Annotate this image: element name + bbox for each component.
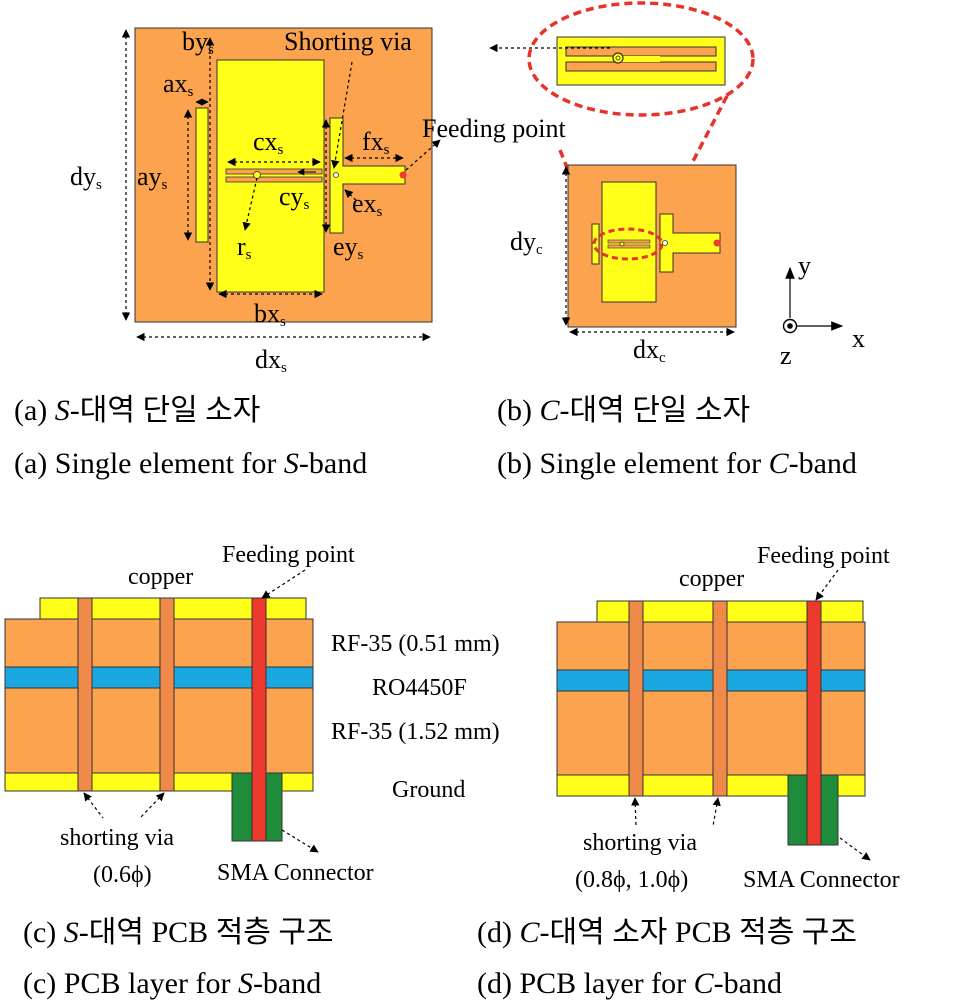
fig-b-highlight-ellipse (592, 227, 664, 261)
fig-d-sma-pointer (839, 837, 871, 861)
fig-a-label-dx: dxs (255, 345, 287, 376)
fig-d-via2-pointer (712, 797, 721, 827)
fig-a-label-ex: exs (352, 189, 383, 220)
fig-c-caption-ko: (c) S-대역 PCB 적층 구조 (23, 916, 334, 949)
fig-c-label-shorting-via: shorting via (60, 825, 174, 851)
fig-b-small-via (662, 240, 668, 246)
fig-d-feed-via (806, 600, 822, 846)
fig-c-rf35-top-layer (4, 618, 314, 668)
fig-d-label-shorting-via: shorting via (583, 830, 697, 856)
fig-b-zoom-slot-top (565, 46, 717, 57)
fig-a-feed-line (329, 117, 406, 234)
fig-a-feeding-point-marker (399, 171, 407, 179)
fig-a-parasitic-strip (195, 107, 209, 243)
fig-a-small-via (333, 172, 339, 178)
fig-b-axis-x-label: x (852, 324, 865, 353)
fig-b-single-element-c-band: dyc dxc y x z (489, 1, 865, 370)
fig-b-feeding-point-marker (713, 239, 721, 247)
fig-b-caption-ko: (b) C-대역 단일 소자 (497, 394, 750, 427)
fig-c-ro4450f-layer (4, 666, 314, 689)
fig-b-slot-bottom (607, 244, 651, 249)
fig-c-label-shorting-via-size: (0.6ϕ) (93, 862, 152, 888)
fig-b-axis-z-label: z (780, 341, 792, 370)
fig-a-label-by: bys (182, 27, 214, 58)
fig-c-pcb-stack-s-band: Feeding point copper shorting via (0.6ϕ)… (4, 542, 374, 888)
fig-a-label-ey: eys (333, 232, 364, 263)
fig-a-label-fx: fxs (362, 127, 390, 158)
fig-a-label-r: rs (237, 232, 252, 263)
fig-a-label-ay: ays (137, 162, 168, 193)
fig-a-label-cx: cxs (253, 127, 284, 158)
stack-label-rf35-top: RF-35 (0.51 mm) (331, 631, 500, 657)
fig-c-caption-en: (c) PCB layer for S-band (23, 967, 321, 1000)
fig-b-parasitic-strip (591, 223, 600, 265)
fig-c-feed-via (251, 597, 267, 842)
fig-d-label-sma: SMA Connector (743, 867, 900, 893)
fig-a-label-ax: axs (163, 69, 194, 100)
fig-a-patch (216, 59, 325, 293)
fig-d-feeding-point-pointer (815, 569, 839, 601)
fig-d-shorting-via-1 (628, 600, 644, 797)
fig-d-via1-pointer (631, 797, 640, 827)
fig-a-single-element-s-band: bys axs ays dys cxs cys rs eys exs fxs b… (70, 27, 566, 376)
fig-a-label-cy: cys (279, 182, 310, 213)
fig-d-shorting-via-2 (712, 600, 728, 797)
fig-d-caption-ko: (d) C-대역 소자 PCB 적층 구조 (477, 916, 857, 949)
fig-b-caption-en: (b) Single element for C-band (497, 447, 857, 480)
fig-a-feeding-point-pointer (405, 139, 441, 171)
fig-c-feeding-point-pointer (261, 569, 306, 599)
fig-c-via2-pointer (139, 792, 165, 819)
fig-c-shorting-via-2 (159, 597, 175, 792)
fig-b-zoom-via (612, 52, 624, 64)
fig-a-ex-pointer (344, 189, 359, 203)
fig-b-shorting-via (619, 241, 625, 247)
fig-b-axis-y-label: y (798, 251, 811, 280)
fig-a-label-dy: dys (70, 162, 102, 193)
fig-b-label-dy: dyc (510, 227, 543, 258)
fig-c-label-feeding-point: Feeding point (222, 542, 355, 568)
fig-b-label-dx: dxc (633, 335, 666, 366)
fig-b-zoom-slot-bottom (565, 61, 717, 72)
stack-label-rf35-bottom: RF-35 (1.52 mm) (331, 719, 500, 745)
stack-label-ground: Ground (392, 777, 465, 803)
fig-d-caption-en: (d) PCB layer for C-band (477, 967, 782, 1000)
fig-b-zoom-bridge (620, 56, 660, 62)
fig-c-label-sma: SMA Connector (217, 860, 374, 886)
fig-b-feed-line (659, 213, 721, 273)
fig-a-caption-ko: (a) S-대역 단일 소자 (14, 394, 260, 427)
stack-label-ro4450f: RO4450F (372, 675, 467, 701)
fig-c-shorting-via-1 (77, 597, 93, 792)
fig-b-coordinate-axes: y x z (780, 251, 865, 370)
fig-a-slot-bottom (225, 176, 323, 183)
fig-a-label-shorting-via: Shorting via (284, 27, 412, 56)
fig-b-zoom-ellipse (527, 1, 755, 117)
fig-b-axis-z-dot (787, 323, 793, 329)
fig-b-zoom-via-inner (615, 55, 621, 61)
fig-d-label-shorting-via-size: (0.8ϕ, 1.0ϕ) (575, 867, 688, 893)
fig-d-label-feeding-point: Feeding point (757, 543, 890, 569)
fig-d-pcb-stack-c-band: Feeding point copper shorting via (0.8ϕ,… (556, 543, 900, 893)
fig-a-caption-en: (a) Single element for S-band (14, 447, 367, 480)
fig-c-label-copper: copper (128, 564, 193, 590)
fig-a-shorting-via (253, 171, 261, 179)
fig-c-rf35-bottom-layer (4, 687, 314, 774)
fig-c-sma-pointer (281, 829, 319, 853)
fig-b-slot-top (607, 239, 651, 244)
fig-c-via1-pointer (83, 792, 104, 819)
fig-d-label-copper: copper (679, 566, 744, 592)
fig-a-label-bx: bxs (254, 299, 286, 330)
fig-a-label-feeding-point: Feeding point (422, 114, 566, 143)
fig-a-r-pointer (242, 177, 258, 231)
